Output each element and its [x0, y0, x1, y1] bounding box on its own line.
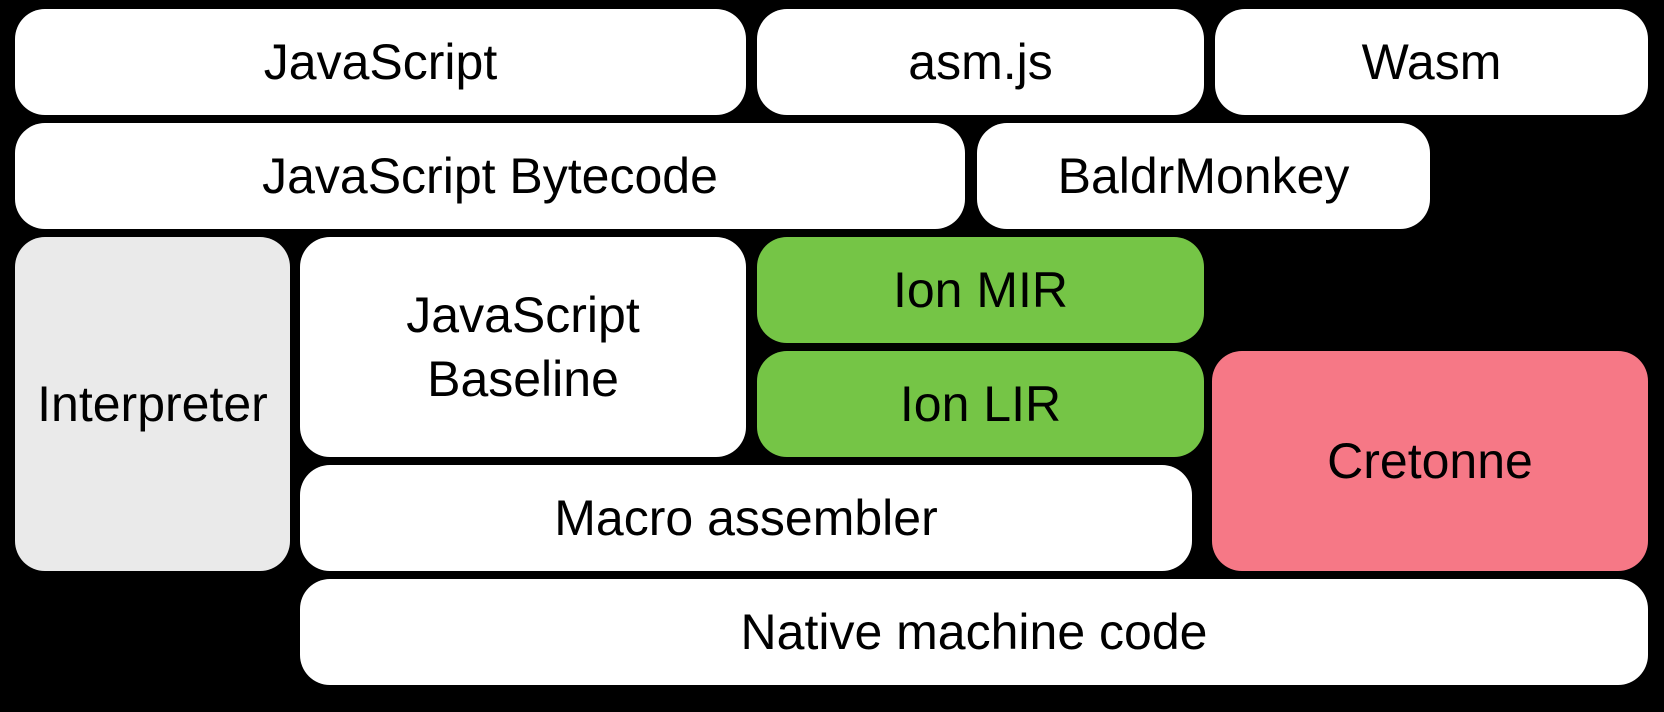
node-javascript-bytecode: JavaScript Bytecode [15, 123, 965, 229]
node-macro-assembler: Macro assembler [300, 465, 1192, 571]
node-asm-js: asm.js [757, 9, 1204, 115]
node-ion-mir: Ion MIR [757, 237, 1204, 343]
node-native-machine-code: Native machine code [300, 579, 1648, 685]
node-javascript-baseline: JavaScript Baseline [300, 237, 746, 457]
node-interpreter: Interpreter [15, 237, 290, 571]
node-wasm: Wasm [1215, 9, 1648, 115]
node-cretonne: Cretonne [1212, 351, 1648, 571]
node-ion-lir: Ion LIR [757, 351, 1204, 457]
node-baldrmonkey: BaldrMonkey [977, 123, 1430, 229]
node-javascript: JavaScript [15, 9, 746, 115]
